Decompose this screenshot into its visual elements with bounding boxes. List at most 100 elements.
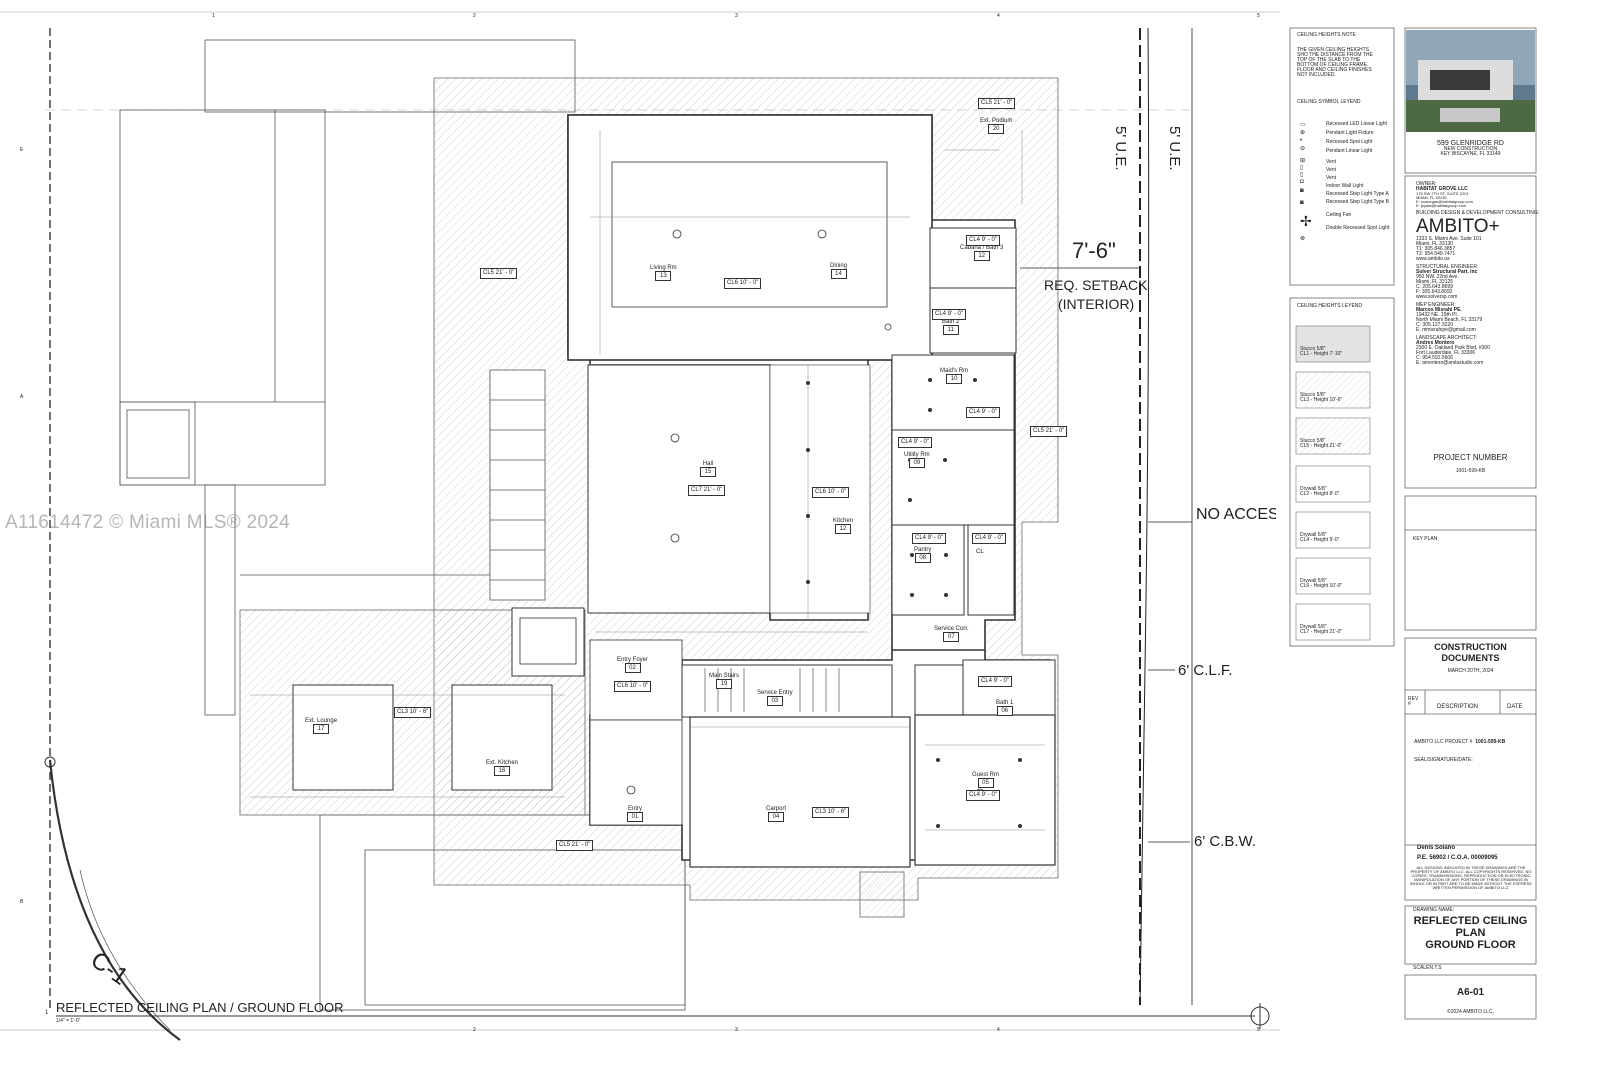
heights-legend-title: CEILING HEIGHTS LEYEND bbox=[1297, 303, 1363, 309]
ceiling-tag: CL4 9' - 0" bbox=[972, 533, 1006, 544]
ceiling-tag: CL5 21' - 0" bbox=[480, 268, 518, 279]
property-lines bbox=[1020, 27, 1193, 1006]
docs-title-2: DOCUMENTS bbox=[1441, 653, 1500, 663]
pendant-linear-icon: ⊖ bbox=[1300, 146, 1306, 152]
room-service-corr: Service Corr.07 bbox=[934, 626, 969, 642]
ceiling-tag: CL4 9' - 0" bbox=[932, 309, 966, 320]
wall-label: 6' C.B.W. bbox=[1194, 833, 1257, 850]
spot-light-icon: • bbox=[1300, 138, 1303, 144]
spot-lights bbox=[806, 378, 1022, 828]
grid-col-2-bottom: 2 bbox=[473, 1027, 476, 1033]
setback-dimension: 7'-6" bbox=[1072, 238, 1116, 263]
seal-label: SEAL/SIGNATURE/DATE: bbox=[1414, 757, 1473, 763]
height-cl1: Stucco 5/8"CL1 - Height 7'-10" bbox=[1300, 346, 1343, 357]
heights-legend-swatches bbox=[1295, 325, 1371, 641]
plan-scale: 1/4" = 1'-0" bbox=[56, 1018, 81, 1024]
vent-icon: ▯ bbox=[1300, 172, 1304, 178]
vent-icon: ⊞ bbox=[1300, 158, 1306, 164]
height-cl7: Drywall 5/8"CL7 - Height 21'-0" bbox=[1300, 624, 1343, 635]
copyright: ©2024 AMBITO LLC. bbox=[1447, 1009, 1494, 1015]
grid-col-1: 1 bbox=[212, 13, 215, 19]
grid-col-4: 4 bbox=[997, 13, 1000, 19]
fence-label: 6' C.L.F. bbox=[1178, 662, 1233, 679]
ceiling-tag: CL6 10' - 0" bbox=[724, 278, 762, 289]
ceiling-tag: CL4 9' - 0" bbox=[966, 407, 1000, 418]
no-access-label: NO ACCESS bbox=[1196, 507, 1276, 523]
height-cl4: Drywall 5/8"CL4 - Height 9'-0" bbox=[1300, 532, 1340, 543]
docs-date: MARCH 20TH, 2024 bbox=[1447, 668, 1494, 674]
ceiling-tag: CL4 9' - 0" bbox=[978, 676, 1012, 687]
copyright-disclaimer: ALL DESIGNS INDICATED IN THESE DRAWINGS … bbox=[1410, 865, 1532, 890]
drawing-name: REFLECTED CEILING PLAN GROUND FLOOR bbox=[1413, 915, 1528, 951]
height-cl5: Stucco 5/8"CL5 - Height 21'-0" bbox=[1300, 438, 1343, 449]
ceiling-tag: CL7 21' - 0" bbox=[688, 485, 726, 496]
ceiling-tag: CL4 9' - 0" bbox=[966, 235, 1000, 246]
symbol-icons: ▭ ⊕ • ⊖ ⊞ ▯ ▯ ◘ ◙ ◙ ✢ ⊗ bbox=[1300, 122, 1322, 242]
house-walls bbox=[292, 114, 1056, 868]
description-header: DESCRIPTION bbox=[1437, 704, 1479, 710]
ceiling-tag: CL5 21' - 0" bbox=[978, 98, 1016, 109]
sheet-number: A6-01 bbox=[1456, 987, 1485, 998]
utility-easement-right: 5' U.E. bbox=[1166, 126, 1183, 171]
watermark: A11614472 © Miami MLS® 2024 bbox=[5, 512, 291, 533]
ceiling-tag: CL6 10' - 0" bbox=[614, 681, 652, 692]
firm-logo: AMBITO+ bbox=[1416, 216, 1500, 237]
ceiling-tag: CL6 10' - 0" bbox=[812, 487, 850, 498]
ambito-project-label: AMBITO LLC PROJECT # 1001-599-KB bbox=[1414, 739, 1506, 745]
step-light-icon: ◙ bbox=[1300, 200, 1304, 206]
house-rendering-image bbox=[1406, 30, 1535, 132]
heights-note-title: CEILING HEIGHTS NOTE bbox=[1297, 32, 1356, 38]
ceiling-tag: CL3 10' - 6" bbox=[812, 807, 850, 818]
project-number: 1001-599-KB bbox=[1455, 468, 1486, 474]
engineer-pe: P.E. 56902 / C.O.A. 00009095 bbox=[1417, 855, 1498, 861]
setback-label-2: (INTERIOR) bbox=[1058, 296, 1135, 312]
grid-row-label: E bbox=[20, 147, 24, 153]
plan-title: REFLECTED CEILING PLAN / GROUND FLOOR bbox=[56, 1000, 344, 1015]
project-number-label: PROJECT NUMBER bbox=[1433, 453, 1508, 462]
ceiling-tag: CL4 9' - 0" bbox=[966, 790, 1000, 801]
vent-icon: ▯ bbox=[1300, 165, 1304, 171]
key-plan-label: KEY PLAN: bbox=[1413, 536, 1439, 542]
pendant-light-icon: ⊕ bbox=[1300, 130, 1306, 136]
setback-label: REQ. SETBACK bbox=[1044, 277, 1148, 293]
height-cl3: Stucco 5/8"CL3 - Height 10'-6" bbox=[1300, 392, 1343, 403]
consultants: OWNER: HABITAT GROVE LLC 175 SW 7TH ST, … bbox=[1416, 181, 1540, 366]
height-cl6: Drywall 5/8"CL6 - Height 10'-0" bbox=[1300, 578, 1343, 589]
grid-row-label: B bbox=[20, 899, 24, 905]
linear-light-icon: ▭ bbox=[1300, 122, 1306, 128]
grid-row-label: A bbox=[20, 394, 24, 400]
double-spot-icon: ⊗ bbox=[1300, 236, 1306, 242]
height-cl2: Drywall 5/8"CL2 - Height 8'-0" bbox=[1300, 486, 1340, 497]
drawing-name-label: DRAWING NAME: bbox=[1413, 907, 1455, 913]
room-closet: CL bbox=[976, 549, 984, 555]
ceiling-tag: CL5 21' - 0" bbox=[1030, 426, 1068, 437]
dimension-lines bbox=[250, 130, 1045, 831]
grid-col-5: 5 bbox=[1257, 13, 1260, 19]
grid-col-3-bottom: 3 bbox=[735, 1027, 738, 1033]
grid-col-5-bottom: 5 bbox=[1257, 1027, 1260, 1033]
lot-curve bbox=[44, 756, 181, 1041]
grid-col-3: 3 bbox=[735, 13, 738, 19]
ceiling-tag: CL3 10' - 6" bbox=[394, 707, 432, 718]
symbol-legend: Recessed LED Linear Light Pendant Light … bbox=[1326, 121, 1390, 231]
step-light-icon: ◙ bbox=[1300, 188, 1304, 194]
docs-title: CONSTRUCTION bbox=[1434, 642, 1507, 652]
date-header: DATE bbox=[1507, 704, 1523, 710]
heights-note: THE GIVEN CEILING HEIGHTS SHO THE DISTAN… bbox=[1297, 47, 1373, 78]
